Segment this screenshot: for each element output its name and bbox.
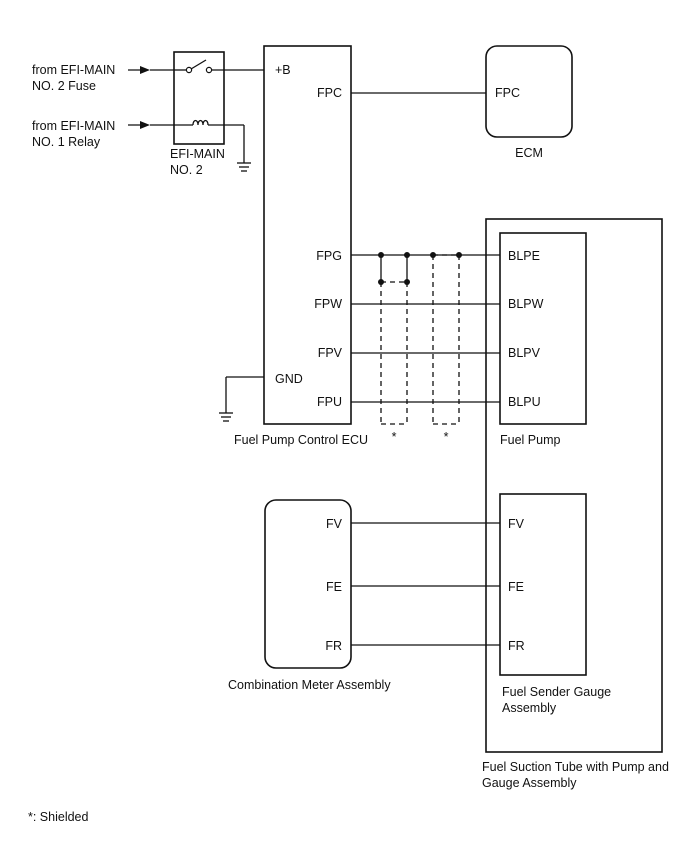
combination-meter-name: Combination Meter Assembly xyxy=(228,678,391,692)
relay-source-label-line1: from EFI-MAIN xyxy=(32,119,115,133)
gauge-pin-fr: FR xyxy=(508,639,525,653)
shield-2 xyxy=(430,252,462,425)
ecu-name: Fuel Pump Control ECU xyxy=(234,433,368,447)
relay-input-arrow xyxy=(128,121,174,129)
combination-meter-box xyxy=(264,499,352,669)
fuse-source-label-line2: NO. 2 Fuse xyxy=(32,79,96,93)
shield-1 xyxy=(378,252,410,425)
relay-source-label-line2: NO. 1 Relay xyxy=(32,135,101,149)
gauge-name-line2: Assembly xyxy=(502,701,557,715)
ecu-pin-b: +B xyxy=(275,63,291,77)
ecu-pin-fpc: FPC xyxy=(317,86,342,100)
pump-pin-blpv: BLPV xyxy=(508,346,541,360)
relay-name-line1: EFI-MAIN xyxy=(170,147,225,161)
pump-pin-blpu: BLPU xyxy=(508,395,541,409)
gauge-pin-fe: FE xyxy=(508,580,524,594)
fuel-pump-box xyxy=(499,232,587,425)
gauge-name-line1: Fuel Sender Gauge xyxy=(502,685,611,699)
relay-coil-icon xyxy=(174,119,245,163)
gauge-pin-fv: FV xyxy=(508,517,525,531)
ecu-pin-fpv: FPV xyxy=(318,346,343,360)
footnote: *: Shielded xyxy=(28,810,89,824)
ecm-box xyxy=(485,45,573,138)
ecu-pin-fpu: FPU xyxy=(317,395,342,409)
ecm-pin-fpc: FPC xyxy=(495,86,520,100)
meter-pin-fe: FE xyxy=(326,580,342,594)
fuel-pump-control-ecu-box xyxy=(263,45,352,425)
ecu-pin-gnd: GND xyxy=(275,372,303,386)
suction-tube-name-line2: Gauge Assembly xyxy=(482,776,577,790)
relay-ground-icon xyxy=(237,162,251,172)
fuse-input-arrow xyxy=(128,66,174,74)
meter-pin-fr: FR xyxy=(325,639,342,653)
efi-main-relay-box xyxy=(173,51,225,145)
relay-switch-contact xyxy=(174,59,264,74)
pump-pin-blpw: BLPW xyxy=(508,297,544,311)
shield-mark-2: * xyxy=(444,430,449,444)
fuse-source-label-line1: from EFI-MAIN xyxy=(32,63,115,77)
relay-name-line2: NO. 2 xyxy=(170,163,203,177)
ecu-pin-fpg: FPG xyxy=(316,249,342,263)
shield-mark-1: * xyxy=(392,430,397,444)
meter-pin-fv: FV xyxy=(326,517,343,531)
ecu-pin-fpw: FPW xyxy=(314,297,342,311)
fuel-sender-gauge-box xyxy=(499,493,587,676)
ecu-ground-icon xyxy=(219,376,264,422)
pump-pin-blpe: BLPE xyxy=(508,249,540,263)
suction-tube-name-line1: Fuel Suction Tube with Pump and xyxy=(482,760,669,774)
ecm-name: ECM xyxy=(515,146,543,160)
fuel-suction-tube-box xyxy=(485,218,663,753)
fuel-pump-name: Fuel Pump xyxy=(500,433,560,447)
